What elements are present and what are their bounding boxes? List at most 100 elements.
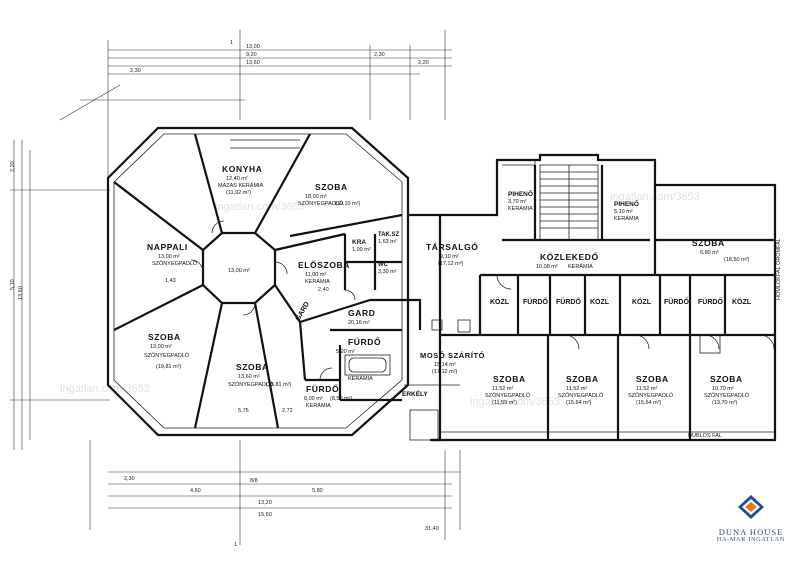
room-name-szoba-e: SZOBA	[692, 238, 725, 248]
room-floor-szoba-s: SZŐNYEGPADLÓ	[228, 381, 274, 388]
room-name-kozl-4: KÖZL	[732, 297, 752, 306]
room-area-eloszoba: 11,00 m²	[305, 272, 326, 278]
room-name-furdo-4: FÜRDŐ	[698, 297, 723, 306]
room-floor-piheno2: KERÁMIA	[614, 215, 639, 222]
room-area-szoba-1: 11,52 m²	[492, 386, 513, 392]
room-extra-nappali: 1,43	[165, 278, 176, 284]
room-area2-szoba-ne: (19,10 m²)	[335, 201, 361, 207]
room-name-eloszoba: ELŐSZOBA	[298, 259, 350, 270]
room-area-gard2: 20,16 m²	[348, 320, 370, 326]
room-name-erkely: ERKÉLY	[402, 389, 428, 398]
logo-name: DUNA HOUSE	[718, 527, 784, 537]
room-area-szoba-w: 13,00 m²	[150, 344, 172, 350]
room-area2-konyha: (11,92 m²)	[226, 190, 251, 196]
dim-top-9-20: 9,20	[246, 52, 257, 58]
axis-label-bottom: 8/8	[250, 478, 258, 484]
company-logo: DUNA HOUSE HA-MAR INGATLAN	[716, 494, 786, 560]
dim-bot-4-60: 4,60	[190, 488, 201, 494]
watermark: ingatlan.com/3653	[60, 383, 150, 395]
room-area-szoba-e: 6,80 m²	[700, 250, 719, 256]
room-name-kozl-1: KÖZL	[490, 297, 510, 306]
room-name-tarsalgo: TÁRSALGÓ	[426, 241, 479, 252]
room-floor-szoba-3: SZŐNYEGPADLÓ	[628, 392, 674, 399]
duna-house-logo-icon	[738, 495, 764, 519]
room-name-kozl-3: KÖZL	[632, 297, 652, 306]
room-area-nappali: 13,00 m²	[158, 254, 180, 260]
dim-2-72: 2,72	[282, 408, 293, 414]
room-name-szoba-3: SZOBA	[636, 374, 669, 384]
room-area2-tarsalgo: (17,12 m²)	[438, 261, 464, 267]
room-name-kozl-2: KÖZL	[590, 297, 610, 306]
room-name-szoba-4: SZOBA	[710, 374, 743, 384]
room-name-kozlekedo: KÖZLEKEDŐ	[540, 251, 599, 262]
room-name-szoba-w: SZOBA	[148, 332, 181, 342]
room-area-piheno2: 5,10 m²	[614, 209, 633, 215]
room-name-szoba-ne: SZOBA	[315, 182, 348, 192]
dim-top-2-20: 2,20	[418, 60, 429, 66]
dim-top-2-30: 2,30	[130, 68, 141, 74]
room-area-piheno1: 3,70 m²	[508, 199, 527, 205]
room-area2-furdo-s: (8,50 m²)	[330, 396, 352, 402]
room-floor-szoba-2: SZŐNYEGPADLÓ	[558, 392, 604, 399]
top-dimension-lines	[59, 30, 452, 190]
dim-bot-31-40: 31,40	[425, 526, 439, 532]
dim-2-40: 2,40	[318, 287, 329, 293]
room-name-tak: TAK.SZ	[378, 232, 400, 238]
room-area-kozlekedo: 10,08 m²	[536, 264, 558, 270]
room-name-furdo-s: FÜRDŐ	[306, 383, 339, 394]
axis-label-1: 1	[234, 542, 237, 548]
room-floor-furdo-s: KERÁMIA	[306, 402, 331, 409]
room-area-moso: 15,14 m²	[434, 362, 456, 368]
wall-note-dublos: DUBLOS FAL	[688, 433, 722, 439]
dim-top-2-30b: 2,30	[374, 52, 385, 58]
room-area-furdo-m: 5,20 m²	[336, 349, 355, 355]
room-name-piheno2: PIHENŐ	[614, 199, 639, 208]
room-area-szoba-ne: 18,00 m²	[305, 194, 327, 200]
room-floor-nappali: SZŐNYEGPADLÓ	[152, 260, 198, 267]
room-name-wc: WC	[378, 262, 389, 268]
room-floor-eloszoba: KERÁMIA	[305, 278, 330, 285]
room-area-center: 13,00 m²	[228, 268, 250, 274]
room-area-tarsalgo: 9,10 m²	[440, 254, 459, 260]
room-name-furdo-3: FÜRDŐ	[664, 297, 689, 306]
room-area-tak: 1,63 m²	[378, 239, 397, 245]
room-name-szoba-2: SZOBA	[566, 374, 599, 384]
logo-tagline: HA-MAR INGATLAN	[716, 537, 786, 543]
bottom-dimension-lines	[89, 440, 461, 545]
room-name-furdo-m: FÜRDŐ	[348, 336, 381, 347]
wall-note-side: HOMLOKFAL OROMFAL	[776, 238, 782, 300]
room-area-konyha: 12,40 m²	[226, 176, 248, 182]
room-area2-szoba-s: (15,81 m²)	[266, 382, 292, 388]
right-building	[430, 153, 777, 442]
dim-left-5-10: 5,10	[10, 279, 16, 290]
room-area-wc: 3,30 m²	[378, 269, 397, 275]
room-area2-szoba-3: (15,64 m²)	[636, 400, 662, 406]
room-name-furdo-1: FÜRDŐ	[523, 297, 548, 306]
room-name-furdo-2: FÜRDŐ	[556, 297, 581, 306]
room-area2-szoba-4: (13,70 m²)	[712, 400, 738, 406]
dim-bot-2-30: 2,30	[124, 476, 135, 482]
room-area-kra: 1,00 m²	[352, 247, 371, 253]
room-floor-szoba-1: SZŐNYEGPADLÓ	[485, 392, 531, 399]
room-area2-szoba-e: (18,50 m²)	[724, 257, 750, 263]
watermark: ingatlan.com/3653	[470, 396, 560, 408]
dim-left-2-20: 2,20	[10, 161, 16, 172]
room-name-moso: MOSÓ SZÁRÍTÓ	[420, 351, 485, 360]
room-name-szoba-1: SZOBA	[493, 374, 526, 384]
room-area-szoba-s: 13,60 m²	[238, 374, 260, 380]
dim-top-13-00: 13,00	[246, 44, 260, 50]
dim-bot-5-80: 5,80	[312, 488, 323, 494]
room-area-furdo-s: 8,00 m²	[304, 396, 323, 402]
stair-treads	[540, 165, 598, 240]
room-floor-furdo-m: KERÁMIA	[348, 375, 373, 382]
room-floor-konyha: MÁZAS KERÁMIA	[218, 182, 264, 189]
room-floor-szoba-w: SZŐNYEGPADLÓ	[144, 352, 190, 359]
room-name-konyha: KONYHA	[222, 164, 262, 174]
room-floor-szoba-ne: SZŐNYEGPADLÓ	[298, 200, 344, 207]
room-name-gard2: GARD	[348, 308, 375, 318]
room-area-szoba-4: 10,70 m²	[712, 386, 734, 392]
dim-bot-15-60: 15,60	[258, 512, 272, 518]
left-dimension-lines	[10, 140, 110, 450]
